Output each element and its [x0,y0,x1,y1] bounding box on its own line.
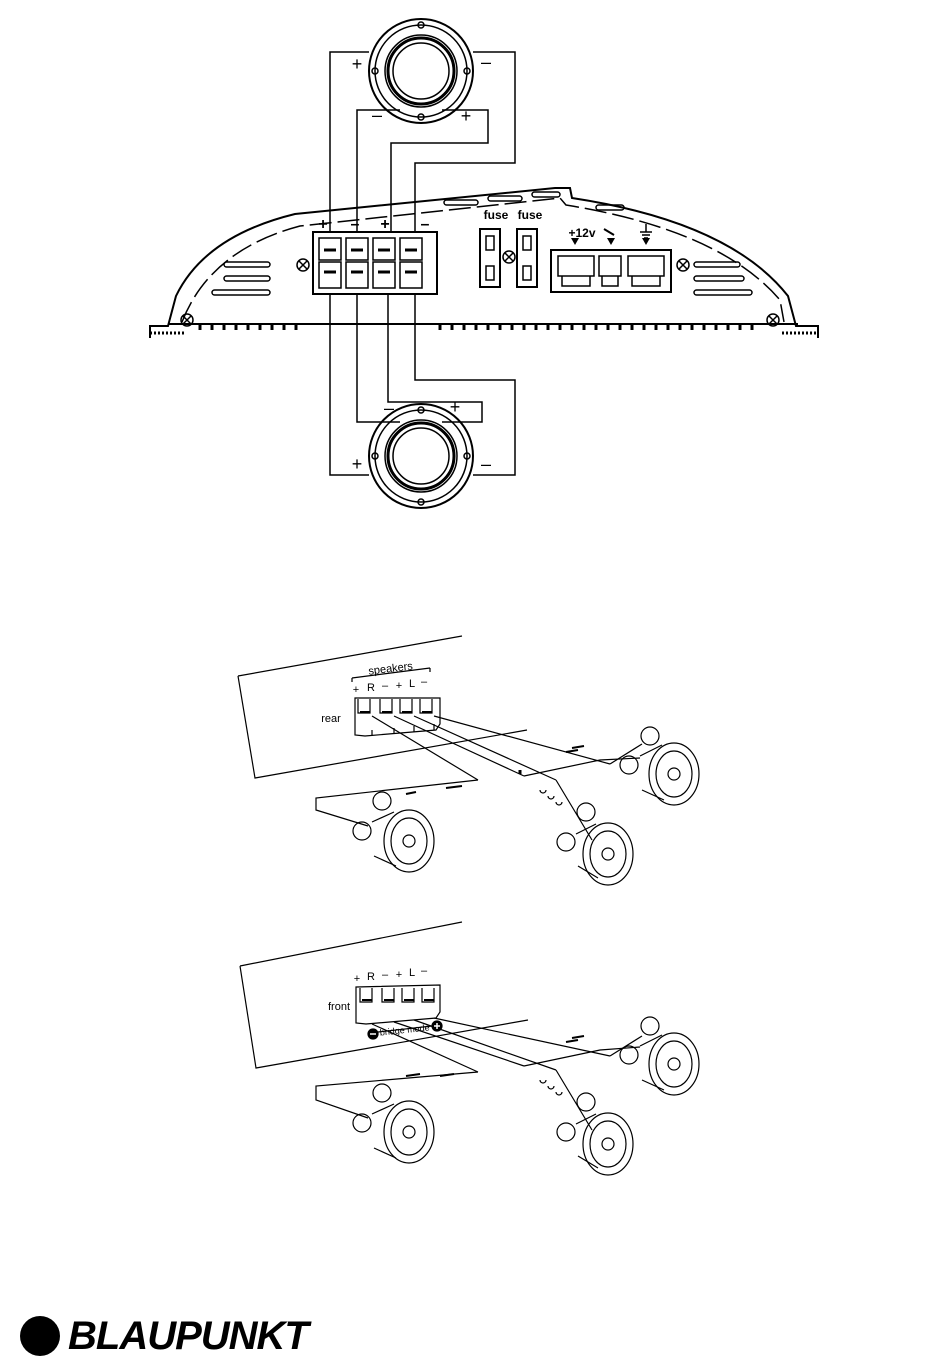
amplifier-diagram [150,19,818,508]
bottom-speaker-inner-plus: + [450,397,461,417]
top-speaker-outer-minus: – [481,52,491,72]
rear-speaker-right-icon [620,727,699,805]
bottom-speaker-inner-minus: – [384,398,394,418]
front-speaker-left-icon [353,1084,434,1163]
top-speaker-outer-plus: + [352,54,363,74]
power-terminal-block [551,250,671,292]
rear-speaker-center-icon [557,803,633,885]
fuse-label-2: fuse [518,208,543,222]
rear-term-label-3: – [382,680,389,692]
heatsink-fins [150,324,818,333]
rear-labels: speakers rear + R – + L – [321,660,428,725]
rear-side-label: rear [321,713,341,725]
bridge-mode-label: bridge mode [379,1022,430,1037]
remote-switch-icon [604,229,614,235]
bottom-speaker-icon [369,404,473,508]
plus12v-label: +12v [568,226,595,240]
rear-term-label-2: R [367,682,375,694]
top-speaker-inner-minus: – [372,105,382,125]
front-term-label-2: R [367,971,375,983]
ground-icon [640,224,652,238]
terminal-4-polarity: – [421,216,430,233]
front-term-label-6: – [421,965,428,977]
rear-term-label-1: + [353,684,359,696]
bottom-speaker-outer-minus: – [481,454,491,474]
bottom-speaker-outer-plus: + [352,454,363,474]
logo-dot-icon [20,1316,60,1356]
front-term-label-4: + [396,969,402,981]
bridge-minus-icon [368,1029,378,1039]
speaker-terminal-block [313,232,437,294]
front-speaker-center-icon [557,1093,633,1175]
speakers-header: speakers [368,660,414,677]
terminal-2-polarity: – [351,216,360,233]
top-speaker-icon [369,19,473,123]
terminal-3-polarity: + [380,216,389,233]
rear-term-label-5: L [409,678,415,690]
front-speaker-right-icon [620,1017,699,1095]
bridge-plus-icon [432,1021,442,1031]
front-terminal-block [356,985,440,1024]
fuse-label-1: fuse [484,208,509,222]
front-labels: front + R – + L – bridge mode [328,965,430,1038]
front-wiring-diagram [240,922,699,1175]
brand-name: BLAUPUNKT [68,1312,308,1360]
brand-logo: BLAUPUNKT [20,1312,360,1360]
front-side-label: front [328,1001,350,1013]
terminal-1-polarity: + [318,216,327,233]
rear-term-label-4: + [396,680,402,692]
rear-wiring-diagram [238,636,699,885]
amplifier-labels: + – – + + – + – fuse fuse +12v + – – + [318,52,596,474]
front-term-label-5: L [409,967,415,979]
front-term-label-3: – [382,969,389,981]
front-term-label-1: + [354,973,360,985]
rear-term-label-6: – [421,676,428,688]
rear-speaker-left-icon [353,792,434,872]
top-speaker-inner-plus: + [461,106,472,126]
